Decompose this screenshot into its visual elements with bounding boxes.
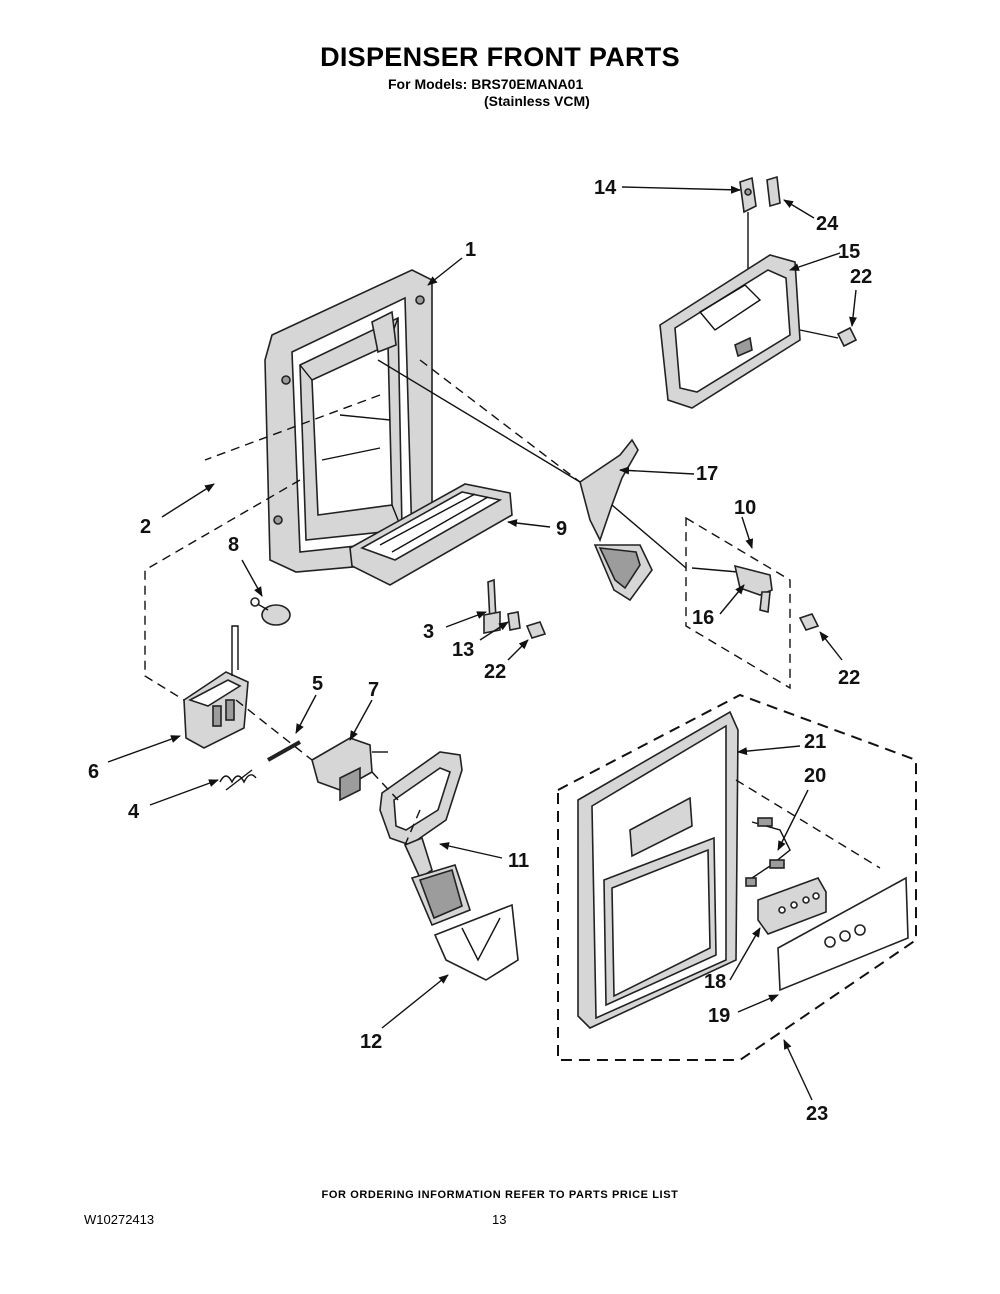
callout-22c: 22 (838, 667, 860, 689)
part-lever-16 (691, 564, 773, 614)
part-bracket-15 (659, 254, 801, 409)
alignment-lines (144, 359, 881, 869)
callout-16: 16 (692, 607, 714, 629)
callout-3: 3 (423, 621, 434, 643)
callout-22b: 22 (484, 661, 506, 683)
part-actuator-17 (579, 438, 653, 602)
callout-5: 5 (312, 673, 323, 695)
part-screw-22b (525, 621, 547, 639)
callout-12: 12 (360, 1031, 382, 1053)
part-spring-4 (219, 769, 257, 791)
part-module-6 (183, 625, 249, 749)
part-screw-22a (799, 326, 858, 348)
part-switch-14 (739, 176, 757, 214)
callout-1: 1 (465, 239, 476, 261)
callout-labels: 1 2 3 4 5 6 7 8 9 10 11 12 13 14 15 16 1… (88, 177, 872, 1125)
callout-8: 8 (228, 534, 239, 556)
part-control-18 (757, 877, 827, 935)
callout-19: 19 (708, 1005, 730, 1027)
callout-23: 23 (806, 1103, 828, 1125)
part-harness-20 (745, 817, 791, 887)
callout-arrows (107, 185, 857, 1101)
part-spring-3 (483, 578, 501, 634)
callout-7: 7 (368, 679, 379, 701)
document-number: W10272413 (84, 1212, 155, 1227)
page-number: 13 (492, 1212, 507, 1227)
models-line: For Models: BRS70EMANA01 (388, 76, 584, 92)
callout-22a: 22 (850, 266, 872, 288)
part-ice-actuator-11 (379, 751, 471, 927)
part-solenoid-8 (250, 597, 291, 626)
callout-15: 15 (838, 241, 860, 263)
group-box-23 (557, 693, 917, 1061)
models-sub: (Stainless VCM) (484, 93, 590, 109)
group-box-10 (685, 516, 791, 690)
callout-2: 2 (140, 516, 151, 538)
ordering-note: FOR ORDERING INFORMATION REFER TO PARTS … (321, 1189, 679, 1201)
part-drip-tray (349, 483, 513, 586)
part-screw-22c (798, 613, 820, 631)
callout-6: 6 (88, 761, 99, 783)
callout-17: 17 (696, 463, 718, 485)
part-pin-5 (267, 740, 301, 762)
page-title: DISPENSER FRONT PARTS (320, 42, 680, 72)
callout-20: 20 (804, 765, 826, 787)
callout-11: 11 (508, 850, 529, 872)
callout-24: 24 (816, 213, 839, 235)
callout-4: 4 (128, 801, 140, 823)
callout-10: 10 (734, 497, 756, 519)
part-label-19 (777, 876, 909, 992)
callout-9: 9 (556, 518, 567, 540)
callout-13: 13 (452, 639, 474, 661)
callout-14: 14 (594, 177, 617, 199)
part-insulator-24 (766, 175, 781, 208)
callout-21: 21 (804, 731, 826, 753)
part-lever-7 (311, 737, 388, 802)
part-chute-12 (433, 903, 519, 981)
callout-18: 18 (704, 971, 726, 993)
part-insulator-13 (507, 611, 521, 631)
part-front-panel-21 (577, 710, 739, 1029)
